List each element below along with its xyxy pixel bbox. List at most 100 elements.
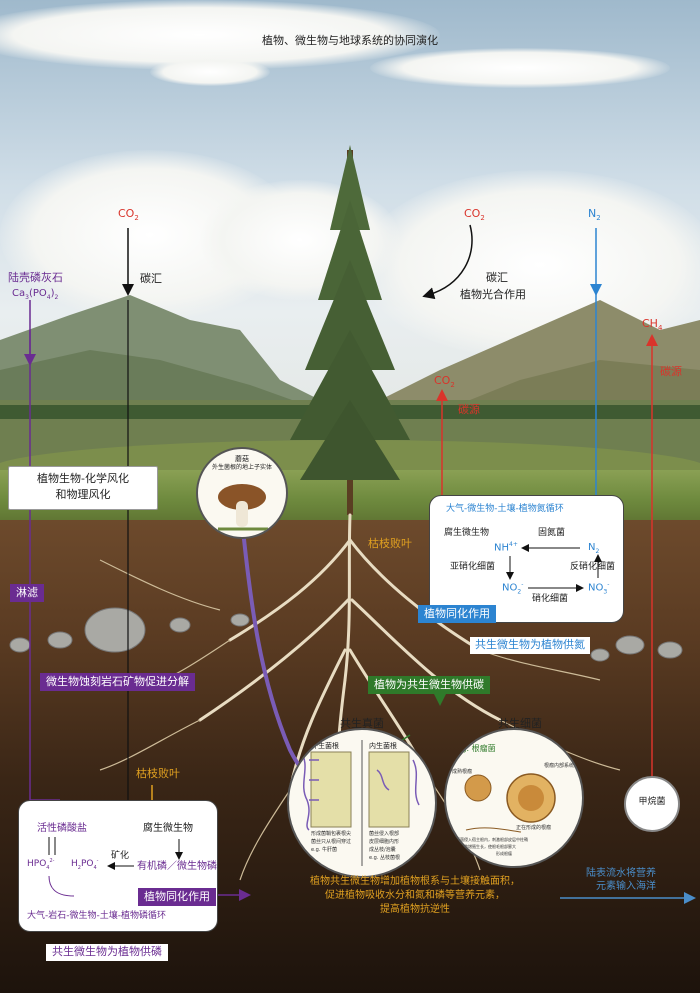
formula-part: (PO [28, 288, 47, 299]
ecto-note-3: e.g. 牛肝菌 [311, 847, 338, 853]
co2-left-label: CO2 [118, 207, 139, 223]
h2po4-h: H [71, 859, 78, 869]
nitrify-label: 硝化细菌 [532, 594, 569, 604]
n-supply-caption: 共生微生物为植物供氮 [470, 637, 590, 654]
methanogen-label: 甲烷菌 [638, 797, 666, 807]
hpo4-sup: 2- [49, 858, 55, 864]
page-title: 植物、微生物与地球系统的协同演化 [262, 34, 438, 47]
h2po4-sub: 4 [93, 864, 97, 871]
ch4-label: CH4 [642, 317, 663, 333]
phosphorus-cycle-box: 活性磷酸盐 腐生微生物 HPO42- H2PO4- 矿化 有机磷／微生物磷 大气… [18, 800, 218, 932]
litter-label-bottom: 枯枝败叶 [136, 767, 180, 780]
methanogen-circle: 甲烷菌 [624, 776, 680, 832]
cloud [150, 58, 270, 86]
nodule-note-2: 细胞增殖生长，使根毛根部膨大 [460, 844, 516, 849]
ch4-text: CH [642, 317, 658, 330]
co2-source-label: CO2 [434, 374, 455, 390]
nh4-label: NH4+ [494, 541, 518, 554]
saprotroph-n: 腐生微生物 [444, 528, 490, 538]
ecto-note-2: 菌丝只从根间穿过 [311, 839, 352, 845]
nodule-drawing [464, 773, 556, 833]
ch4-source-label: 碳源 [660, 365, 682, 378]
carbon-supply-tag: 植物为共生微生物供碳 [368, 676, 490, 694]
mature-nodule-label: 成熟根瘤 [452, 769, 473, 775]
ecto-note-1: 形成菌鞘包裹根尖 [311, 831, 352, 837]
no2-sub: 2 [517, 588, 522, 596]
mushroom-drawing [218, 484, 268, 531]
cloud [370, 48, 670, 88]
weathering-line-2: 和物理风化 [55, 488, 111, 501]
n2-label: N2 [588, 207, 601, 223]
h2po4-2: 2 [77, 864, 81, 871]
nitrogen-title: 大气-微生物-土壤-植物氮循环 [446, 504, 564, 514]
weathering-line-1: 植物生物-化学风化 [37, 472, 129, 485]
saprotroph-p: 腐生微生物 [143, 823, 193, 834]
phosphorus-arrows [48, 837, 183, 897]
formula-sub: 2 [54, 294, 59, 301]
formula-part: ) [50, 288, 55, 299]
n-assimilation-tag: 植物同化作用 [418, 605, 496, 623]
denitrify-label: 反硝化细菌 [570, 562, 616, 572]
ch4-sub: 4 [657, 324, 663, 333]
fungi-title: 共生真菌 [340, 717, 384, 730]
endo-label: 内生菌根 [369, 742, 397, 750]
endo-note-4: e.g. 丛枝菌根 [369, 855, 401, 861]
bacteria-example: e.g. 根瘤菌 [454, 744, 496, 753]
no2-label: NO2- [502, 581, 524, 596]
runoff-line-2: 元素输入海洋 [596, 881, 656, 892]
formula-sub: 3 [25, 294, 29, 301]
nh4-sup: 4+ [509, 541, 518, 548]
litter-label-top: 枯枝败叶 [368, 537, 412, 550]
p-supply-caption: 共生微生物为植物供磷 [46, 944, 168, 961]
p-cycle-title: 大气-岩石-微生物-土壤-植物磷循环 [27, 911, 166, 921]
mineralization-label: 矿化 [111, 851, 130, 861]
carbon-source-label: 碳源 [458, 403, 480, 416]
no3-sup: - [607, 581, 610, 588]
h2po4-po: PO [80, 859, 94, 869]
forming-nodule-label: 正在形成的根瘤 [516, 825, 552, 831]
co2-sub: 2 [480, 214, 485, 223]
co2-text: CO [434, 374, 451, 387]
n2-sub: 2 [596, 214, 601, 223]
nh4-text: NH [494, 542, 509, 554]
benefit-line-3: 提高植物抗逆性 [380, 904, 450, 915]
n-fixing-label: 固氮菌 [538, 528, 566, 538]
weathering-box: 植物生物-化学风化 和物理风化 [8, 466, 158, 510]
bacteria-title: 共生细菌 [498, 717, 542, 730]
bacteria-circle: e.g. 根瘤菌 成熟根瘤 根瘤内部系统观 正在形成的根瘤 根瘤菌侵入宿主根内，… [444, 728, 584, 868]
nodule-note-3: 形成根瘤 [496, 851, 512, 856]
rock-decomp-tag: 微生物蚀刻岩石矿物促进分解 [40, 673, 195, 691]
co2-sub: 2 [450, 381, 455, 390]
benefit-line-2: 促进植物吸收水分和氮和磷等营养元素， [325, 890, 505, 901]
leaching-tag: 淋滤 [10, 584, 44, 602]
endo-note-1: 菌丝侵入根部 [369, 831, 400, 837]
no3-label: NO3- [588, 581, 610, 596]
fungi-drawing [302, 740, 420, 866]
carbon-sink-left: 碳汇 [140, 272, 162, 285]
co2-text: CO [118, 207, 135, 220]
benefit-line-1: 植物共生微生物增加植物根系与土壤接触面积， [310, 876, 520, 887]
no3-sub: 3 [603, 588, 608, 596]
endo-note-3: 成丛枝/泡囊 [369, 847, 396, 853]
n2-text: N [588, 542, 596, 553]
no2-sup: - [521, 581, 524, 588]
p-assimilation-tag: 植物同化作用 [138, 888, 216, 906]
mushroom-label-1: 蘑菇 [235, 455, 249, 463]
n2-box-label: N2 [588, 542, 599, 556]
co2-center-label: CO2 [464, 207, 485, 223]
no2-text: NO [502, 582, 518, 594]
n2-text: N [588, 207, 597, 220]
runoff-line-1: 陆表流水将营养 [586, 868, 656, 879]
co2-sub: 2 [134, 214, 139, 223]
nitrogen-cycle-box: 大气-微生物-土壤-植物氮循环 腐生微生物 NH4+ 固氮菌 N2 亚硝化细菌 … [429, 495, 624, 623]
formula-part: Ca [12, 288, 26, 299]
apatite-formula: Ca3(PO4)2 [12, 288, 58, 302]
nitrogen-arrows [506, 544, 602, 592]
active-phosphate-label: 活性磷酸盐 [37, 823, 87, 834]
h2po4-sup: - [96, 858, 99, 864]
nodule-cells-label: 根瘤内部系统观 [544, 763, 580, 769]
carbon-sink-center: 碳汇 [486, 271, 508, 284]
photosynthesis-label: 植物光合作用 [460, 288, 526, 301]
